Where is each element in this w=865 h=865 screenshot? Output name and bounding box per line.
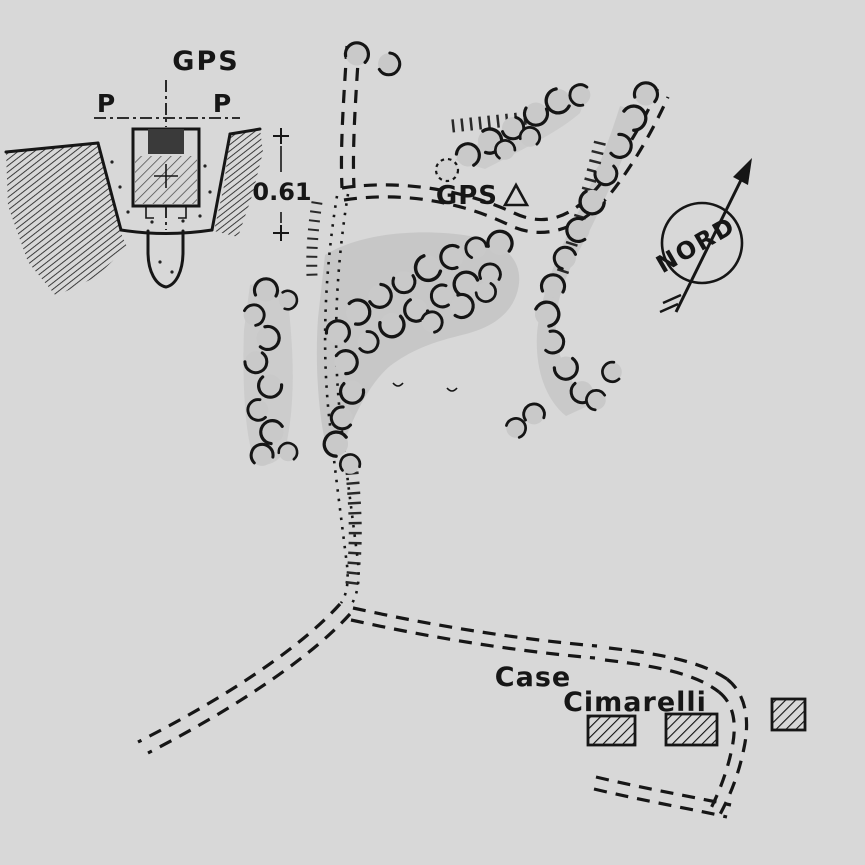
ground-hatch-left bbox=[6, 143, 127, 296]
monument-pillar bbox=[146, 229, 185, 289]
building-2 bbox=[664, 712, 719, 747]
p-right-label: P bbox=[213, 89, 231, 118]
monument-cross-section: GPS P P 0.61 bbox=[4, 46, 312, 296]
compass-circle bbox=[660, 201, 744, 285]
p-left-label: P bbox=[97, 89, 115, 118]
road-east bbox=[350, 606, 728, 694]
roads bbox=[137, 45, 749, 821]
monument-block bbox=[131, 127, 201, 219]
center-cross bbox=[154, 164, 178, 188]
block-legs bbox=[145, 206, 187, 219]
pit-outline bbox=[4, 127, 262, 235]
building-1 bbox=[586, 714, 637, 747]
north-arrow-shaft bbox=[674, 179, 743, 313]
road-loop-around-buildings bbox=[706, 677, 749, 821]
depth-value-label: 0.61 bbox=[252, 178, 311, 206]
road-south bbox=[593, 775, 732, 819]
road-north bbox=[339, 45, 361, 189]
road-upper-east bbox=[341, 87, 670, 234]
road-southwest bbox=[137, 602, 352, 755]
gravel-dots bbox=[110, 160, 212, 274]
building-3 bbox=[770, 697, 807, 732]
gps-station-marker: GPS bbox=[436, 181, 530, 211]
map-gps-label: GPS bbox=[436, 181, 498, 211]
track-west-dotted bbox=[323, 193, 360, 606]
shrub-marks bbox=[392, 382, 458, 392]
dimension-ticks bbox=[273, 128, 289, 241]
depth-dimension: 0.61 bbox=[252, 128, 312, 241]
north-arrow-base-ticks bbox=[659, 293, 682, 314]
buildings-case-cimarelli: Case Cimarelli bbox=[495, 662, 807, 747]
case-label: Case bbox=[495, 662, 571, 693]
ground-hatch-right bbox=[214, 129, 263, 237]
north-arrow-head-icon bbox=[733, 158, 752, 185]
inset-gps-label: GPS bbox=[172, 46, 239, 77]
centerlines bbox=[94, 80, 240, 230]
dashed-tree-symbol bbox=[434, 157, 460, 183]
gps-triangle-icon bbox=[502, 182, 530, 207]
